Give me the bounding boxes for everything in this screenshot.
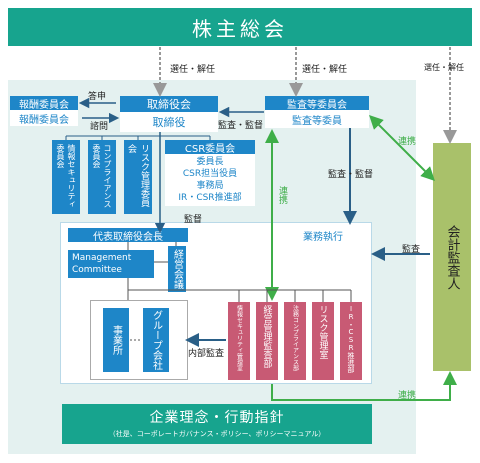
csr-line4: IR・CSR推進部	[178, 192, 242, 203]
compliance-committee: コンプライアンス委員会	[88, 140, 116, 214]
legal-compliance-dept-label: 法務コンプライアンス部	[291, 305, 299, 371]
group-companies: グループ会社	[143, 308, 169, 372]
management-committee-line1: Management	[72, 253, 132, 263]
accounting-auditor-label: 会計監査人	[444, 224, 460, 290]
audit-committee-header: 監査等委員会	[265, 96, 369, 111]
csr-line2: CSR担当役員	[182, 168, 238, 179]
collab-pink-auditor	[271, 371, 457, 401]
risk-mgmt-office: リスク管理室	[312, 302, 334, 380]
csr-committee: CSR委員会 委員長 CSR担当役員 事務局 IR・CSR推進部	[165, 140, 255, 206]
management-council-label: 経営会議	[171, 249, 183, 289]
shareholders-meeting-label: 株主総会	[192, 16, 288, 41]
mgmt-audit-dept-label: 経営管理監査部	[261, 305, 272, 368]
remuneration-committee-body: 報酬委員会	[19, 114, 69, 126]
group-companies-label: グループ会社	[150, 310, 162, 370]
infosec-office-label: 情報セキュリティ管理室	[235, 305, 243, 371]
audit-committee-body: 監査等委員	[292, 115, 342, 127]
infosec-committee-label: 情報セキュリティ委員会	[56, 144, 76, 208]
board-header: 取締役会	[120, 96, 218, 112]
ir-csr-dept: IR・CSR推進部	[340, 302, 362, 380]
shareholders-meeting: 株主総会	[8, 8, 472, 46]
corporate-philosophy-subtitle: （社是、コーポレートガバナンス・ポリシー、ポリシーマニュアル）	[108, 430, 326, 438]
board-of-directors: 取締役会 取締役	[120, 96, 218, 132]
label-audit: 監査	[402, 245, 421, 255]
label-report: 答申	[88, 92, 107, 102]
corporate-philosophy: 企業理念・行動指針 （社是、コーポレートガバナンス・ポリシー、ポリシーマニュアル…	[62, 404, 372, 444]
remuneration-committee-header: 報酬委員会	[10, 96, 78, 111]
label-supervise: 監督	[184, 215, 203, 225]
audit-committee: 監査等委員会 監査等委員	[265, 96, 369, 128]
representative-chairman-label: 代表取締役会長	[93, 231, 163, 243]
label-appoint-2: 選任・解任	[302, 65, 348, 75]
mgmt-audit-dept: 経営管理監査部	[256, 302, 278, 380]
infosec-committee: 情報セキュリティ委員会	[52, 140, 80, 214]
management-committee-line2: Committee	[72, 265, 122, 275]
label-business-execution: 業務執行	[303, 232, 343, 243]
label-appoint-3: 選任・解任	[424, 63, 464, 72]
risk-mgmt-office-label: リスク管理室	[317, 305, 328, 359]
accounting-auditor: 会計監査人	[433, 143, 471, 371]
legal-compliance-dept: 法務コンプライアンス部	[284, 302, 306, 380]
infosec-office: 情報セキュリティ管理室	[228, 302, 250, 380]
label-collab-2: 連携	[277, 186, 287, 204]
risk-committee-label: リスク管理委員会	[126, 144, 149, 207]
remuneration-committee: 報酬委員会 報酬委員会	[10, 96, 78, 126]
csr-committee-header: CSR委員会	[165, 140, 255, 155]
board-body: 取締役	[152, 116, 186, 129]
label-audit-supervise-1: 監査・監督	[218, 121, 264, 131]
csr-line1: 委員長	[196, 156, 224, 167]
label-internal-audit: 内部監査	[188, 349, 225, 359]
label-consult: 諮問	[90, 122, 109, 132]
business-sites: 事業所	[103, 308, 129, 372]
management-council: 経営会議	[168, 246, 186, 292]
compliance-committee-label: コンプライアンス委員会	[92, 144, 112, 208]
corporate-philosophy-title: 企業理念・行動指針	[149, 410, 285, 426]
csr-line3: 事務局	[196, 180, 224, 191]
label-collab-1: 連携	[398, 137, 417, 147]
label-audit-supervise-2: 監査・監督	[328, 170, 374, 180]
label-collab-3: 連携	[398, 391, 417, 401]
risk-committee: リスク管理委員会	[124, 140, 152, 214]
management-committee: Management Committee	[68, 250, 154, 278]
collab-audit-auditor	[369, 115, 435, 181]
business-sites-label: 事業所	[110, 325, 122, 355]
label-appoint-1: 選任・解任	[170, 65, 216, 75]
ir-csr-dept-label: IR・CSR推進部	[347, 305, 355, 373]
